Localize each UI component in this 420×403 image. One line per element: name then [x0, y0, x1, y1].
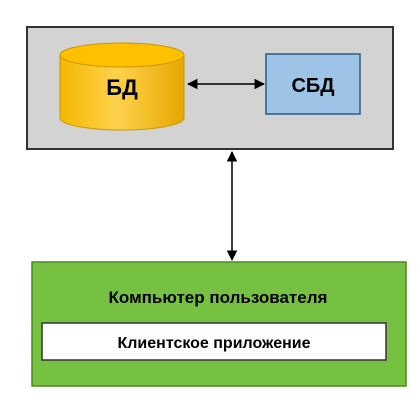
dbms-label: СБД	[291, 75, 334, 97]
database-cylinder: БД	[59, 42, 185, 131]
client-app-label: Клиентское приложение	[118, 335, 311, 352]
user-computer-label: Компьютер пользователя	[109, 288, 328, 307]
dbms-box: СБД	[265, 53, 361, 115]
client-app-box: Клиентское приложение	[41, 322, 387, 361]
db-label: БД	[106, 75, 138, 100]
